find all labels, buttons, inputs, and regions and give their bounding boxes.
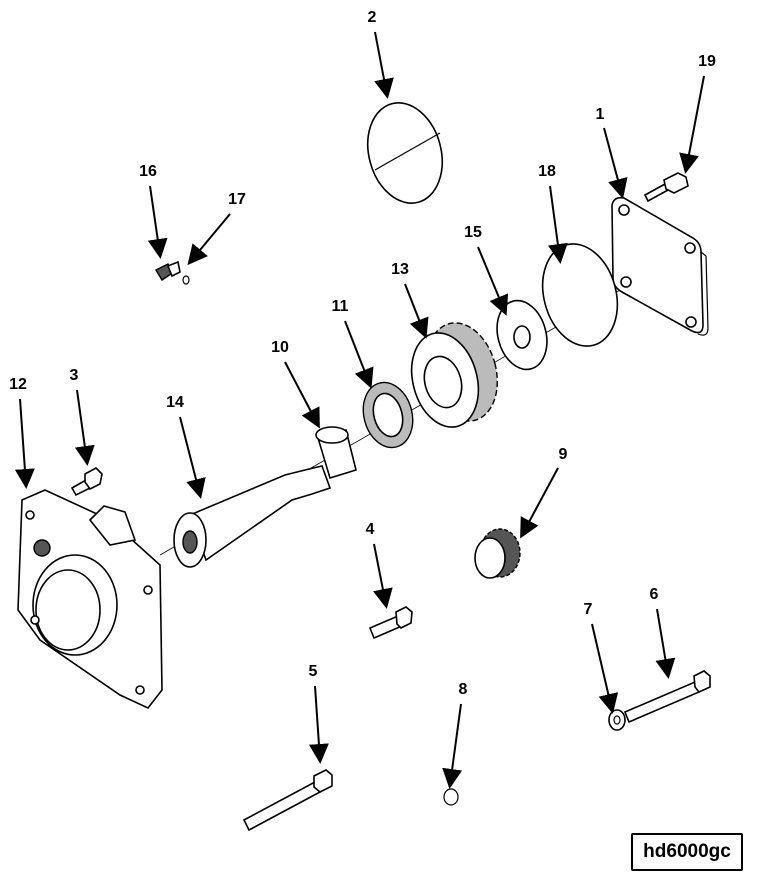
leader-arrow-2 — [374, 31, 394, 99]
part-8-snap-ring — [443, 788, 459, 806]
callout-10: 10 — [271, 339, 289, 356]
part-7-washer — [608, 709, 626, 731]
leader-arrow-8 — [442, 703, 463, 789]
callout-11: 11 — [331, 298, 349, 315]
leader-arrow-10 — [284, 361, 320, 429]
part-6-bolt — [623, 670, 711, 724]
callout-19: 19 — [698, 53, 716, 70]
leader-arrow-4 — [373, 543, 393, 609]
part-17-o-ring — [182, 275, 190, 285]
callout-3: 3 — [69, 367, 79, 384]
part-19-bolt — [643, 172, 689, 203]
part-15-thrust-washer — [496, 299, 548, 371]
part-1-cover-plate — [611, 196, 709, 336]
leader-arrow-3 — [74, 389, 95, 466]
callout-18: 18 — [538, 163, 556, 180]
callout-16: 16 — [139, 163, 157, 180]
part-10-bushing — [315, 426, 357, 480]
leader-arrow-17 — [187, 213, 231, 266]
figure-id-label: hd6000gc — [631, 833, 743, 871]
part-5-bolt — [242, 769, 333, 832]
leader-arrow-15 — [477, 246, 509, 316]
callout-2: 2 — [367, 9, 377, 26]
callout-6: 6 — [649, 586, 659, 603]
leader-arrow-16 — [147, 185, 168, 259]
callout-12: 12 — [9, 376, 27, 393]
leader-arrow-11 — [344, 320, 374, 389]
part-14-shaft — [173, 465, 332, 568]
leader-arrow-12 — [14, 398, 35, 489]
callout-13: 13 — [391, 261, 409, 278]
callout-8: 8 — [458, 681, 468, 698]
part-2-gasket — [367, 102, 443, 204]
part-13-gear — [410, 322, 498, 428]
callout-4: 4 — [365, 521, 375, 538]
callout-9: 9 — [558, 446, 568, 463]
part-9-gear — [474, 528, 521, 579]
callout-14: 14 — [166, 394, 184, 411]
leader-arrow-9 — [520, 467, 559, 539]
leader-arrow-7 — [591, 623, 619, 714]
callout-15: 15 — [464, 224, 482, 241]
callout-17: 17 — [228, 191, 246, 208]
leader-arrow-18 — [547, 185, 568, 264]
leader-arrow-13 — [404, 283, 429, 339]
callout-7: 7 — [583, 601, 593, 618]
part-11-thrust-ring — [362, 381, 414, 449]
callout-5: 5 — [308, 663, 318, 680]
leader-arrow-5 — [308, 685, 329, 764]
leader-arrow-19 — [679, 75, 705, 174]
leader-arrow-14 — [179, 416, 206, 499]
part-16-plug — [155, 260, 181, 281]
callout-1: 1 — [595, 106, 605, 123]
part-4-bolt — [368, 606, 413, 640]
part-12-housing — [17, 489, 163, 709]
callout-leaders — [14, 31, 705, 789]
leader-arrow-1 — [603, 127, 628, 199]
part-3-bolt — [70, 467, 103, 497]
leader-arrow-6 — [655, 608, 676, 679]
